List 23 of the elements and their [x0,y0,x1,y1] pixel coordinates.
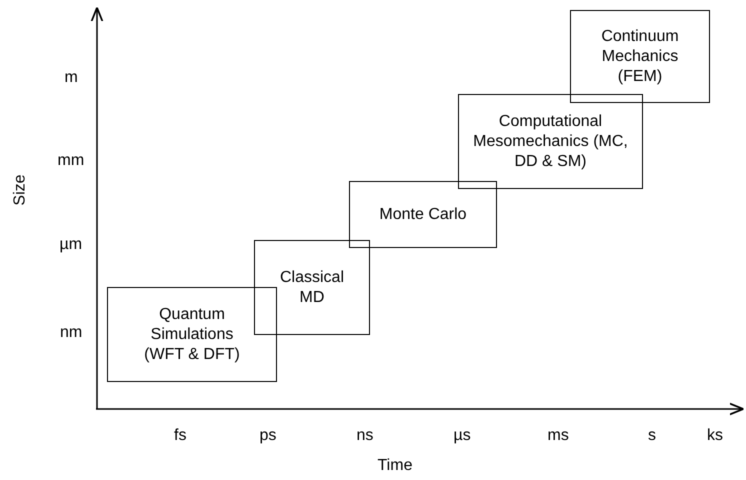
tick-label: µs [454,427,471,445]
tick-label: s [648,427,656,445]
method-box [458,94,643,189]
method-label: Quantum Simulations (WFT & DFT) [143,304,241,364]
method-box [349,181,497,248]
method-label: Classical MD [278,268,345,308]
tick-label: ms [548,427,569,445]
tick-label: ns [356,427,374,445]
tick-label: ks [707,427,723,445]
method-label: Computational Mesomechanics (MC, DD & SM) [472,112,629,172]
tick-label: fs [174,427,186,445]
axis-title: Time [378,457,412,475]
method-box [254,240,370,335]
method-label: Continuum Mechanics (FEM) [600,26,680,86]
axis-title: Size [11,174,30,206]
tick-label: nm [60,324,82,342]
tick-label: µm [60,236,82,254]
tick-label: mm [58,152,84,170]
tick-label: ps [260,427,276,445]
method-label: Monte Carlo [379,204,467,224]
tick-label: m [64,69,78,87]
method-box [570,10,710,103]
method-box [107,287,277,382]
